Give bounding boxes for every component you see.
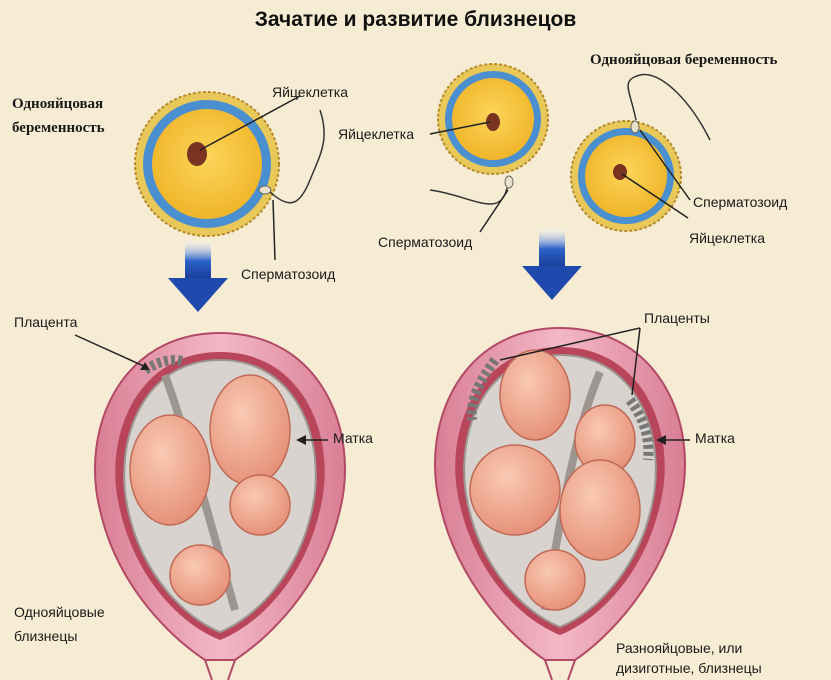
left-uterus-label: Матка: [333, 430, 373, 446]
left-twins-line2: близнецы: [14, 628, 77, 644]
egg-nucleus: [187, 142, 207, 166]
right-egg-cell-1: [438, 64, 548, 174]
left-egg-cell: [135, 92, 279, 236]
left-uterus: [95, 333, 345, 680]
right-egg2-label: Яйцеклетка: [689, 230, 765, 246]
left-egg-label: Яйцеклетка: [272, 84, 348, 100]
left-sperm-pointer: [273, 200, 275, 260]
left-heading-line1: Однояйцовая: [12, 96, 103, 113]
right-uterus: [435, 328, 685, 680]
left-placenta-label: Плацента: [14, 314, 77, 330]
right-down-arrow: [522, 228, 582, 300]
right-sperm1-label: Сперматозоид: [378, 234, 472, 250]
right-twins-line1: Разнояйцовые, или: [616, 640, 742, 656]
right-twins-line2: дизиготные, близнецы: [616, 660, 762, 676]
right-placenta-label: Плаценты: [644, 310, 710, 326]
right-uterus-label: Матка: [695, 430, 735, 446]
left-twins-line1: Однояйцовые: [14, 604, 105, 620]
right-sperm-1: [430, 176, 513, 204]
left-heading-line2: беременность: [12, 120, 105, 137]
left-sperm-label: Сперматозоид: [241, 266, 335, 282]
right-sperm2-label: Сперматозоид: [693, 194, 787, 210]
right-egg1-label: Яйцеклетка: [338, 126, 414, 142]
page-title: Зачатие и развитие близнецов: [0, 8, 831, 32]
left-down-arrow: [168, 240, 228, 312]
right-heading: Однояйцовая беременность: [590, 52, 778, 69]
